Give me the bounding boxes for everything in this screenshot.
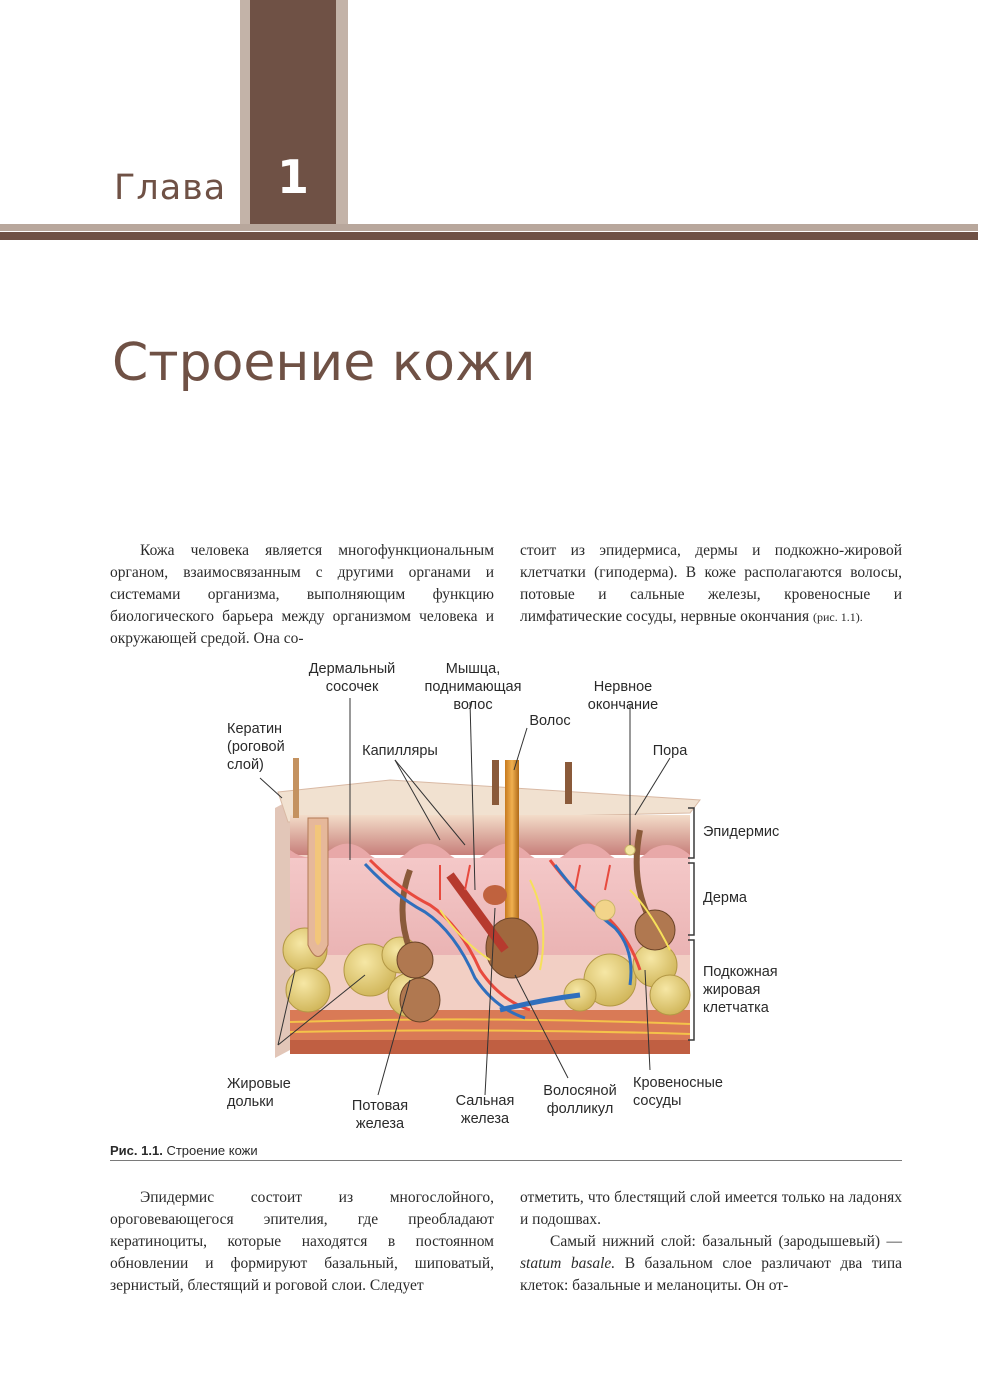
label-dermal-papilla: Дермальный сосочек (308, 661, 396, 695)
chapter-label: Глава (114, 168, 227, 208)
label-hair: Волос (529, 713, 571, 729)
body-right-paragraph-2: Самый нижний слой: базальный (зародышевы… (520, 1231, 902, 1297)
intro-left-column: Кожа человека является многофункциональн… (110, 540, 494, 650)
block-side-face (275, 800, 290, 1058)
header-rule-dark (0, 232, 978, 240)
hair-shafts (293, 758, 572, 979)
fascia-layer (290, 1010, 690, 1040)
layer-brackets (688, 807, 695, 1041)
skin-structure-figure: Дермальный сосочек Мышца, поднимающая во… (110, 650, 900, 1150)
chapter-number: 1 (276, 150, 309, 204)
label-arrector-muscle: Мышца, поднимающая волос (424, 661, 522, 713)
figure-caption: Рис. 1.1. Строение кожи (110, 1143, 258, 1158)
label-subcutis: Подкожная жировая клетчатка (703, 964, 778, 1016)
label-epidermis: Эпидермис (703, 824, 780, 840)
body-right-text-b: В базальном слое различают два типа клет… (520, 1255, 902, 1294)
hair-bulb (485, 917, 539, 979)
main-hair (505, 760, 519, 960)
chapter-tab (250, 0, 336, 224)
dermal-papillae-line (290, 843, 690, 862)
arrector-muscle (446, 872, 509, 953)
label-capillaries: Капилляры (362, 743, 438, 759)
skin-surface (277, 779, 701, 823)
label-keratin: Кератин (роговой слой) (227, 721, 285, 773)
body-right-latin: statum basale. (520, 1255, 616, 1272)
label-sebaceous-gland: Сальная железа (455, 1093, 515, 1127)
label-nerve-ending: Нервное окончание (587, 679, 659, 713)
body-right-text-a: Самый нижний слой: базальный (зародышевы… (550, 1233, 902, 1250)
caption-number: Рис. 1.1. (110, 1143, 163, 1158)
intro-right-text: стоит из эпидермиса, дермы и подкожно-жи… (520, 542, 902, 625)
intro-left-paragraph: Кожа человека является многофункциональн… (110, 542, 494, 647)
nerves (439, 879, 671, 971)
body-left-column: Эпидермис состоит из многослойного, орог… (110, 1187, 494, 1297)
label-pore: Пора (652, 743, 688, 759)
caption-text: Строение кожи (166, 1143, 258, 1158)
intro-right-column: стоит из эпидермиса, дермы и подкожно-жи… (520, 540, 902, 628)
leader-lines (259, 698, 671, 1096)
label-blood-vessels: Кровеносные сосуды (633, 1075, 723, 1109)
figure-reference: (рис. 1.1). (812, 610, 863, 624)
label-fat-lobes: Жировые дольки (227, 1076, 291, 1110)
caption-rule (110, 1160, 902, 1161)
body-right-paragraph-1: отметить, что блестящий слой имеется тол… (520, 1189, 902, 1228)
skin-diagram (259, 698, 701, 1096)
sebaceous-gland-shape (483, 885, 507, 905)
body-left-paragraph: Эпидермис состоит из многослойного, орог… (110, 1189, 494, 1294)
body-right-column: отметить, что блестящий слой имеется тол… (520, 1187, 902, 1297)
label-hair-follicle: Волосяной фолликул (543, 1083, 617, 1117)
intro-right-paragraph: стоит из эпидермиса, дермы и подкожно-жи… (520, 540, 902, 628)
nerve-ending (624, 844, 636, 856)
label-sweat-gland: Потовая железа (351, 1098, 409, 1132)
chapter-title: Строение кожи (112, 333, 536, 393)
header-rule-light (0, 224, 978, 231)
label-dermis: Дерма (703, 890, 747, 906)
